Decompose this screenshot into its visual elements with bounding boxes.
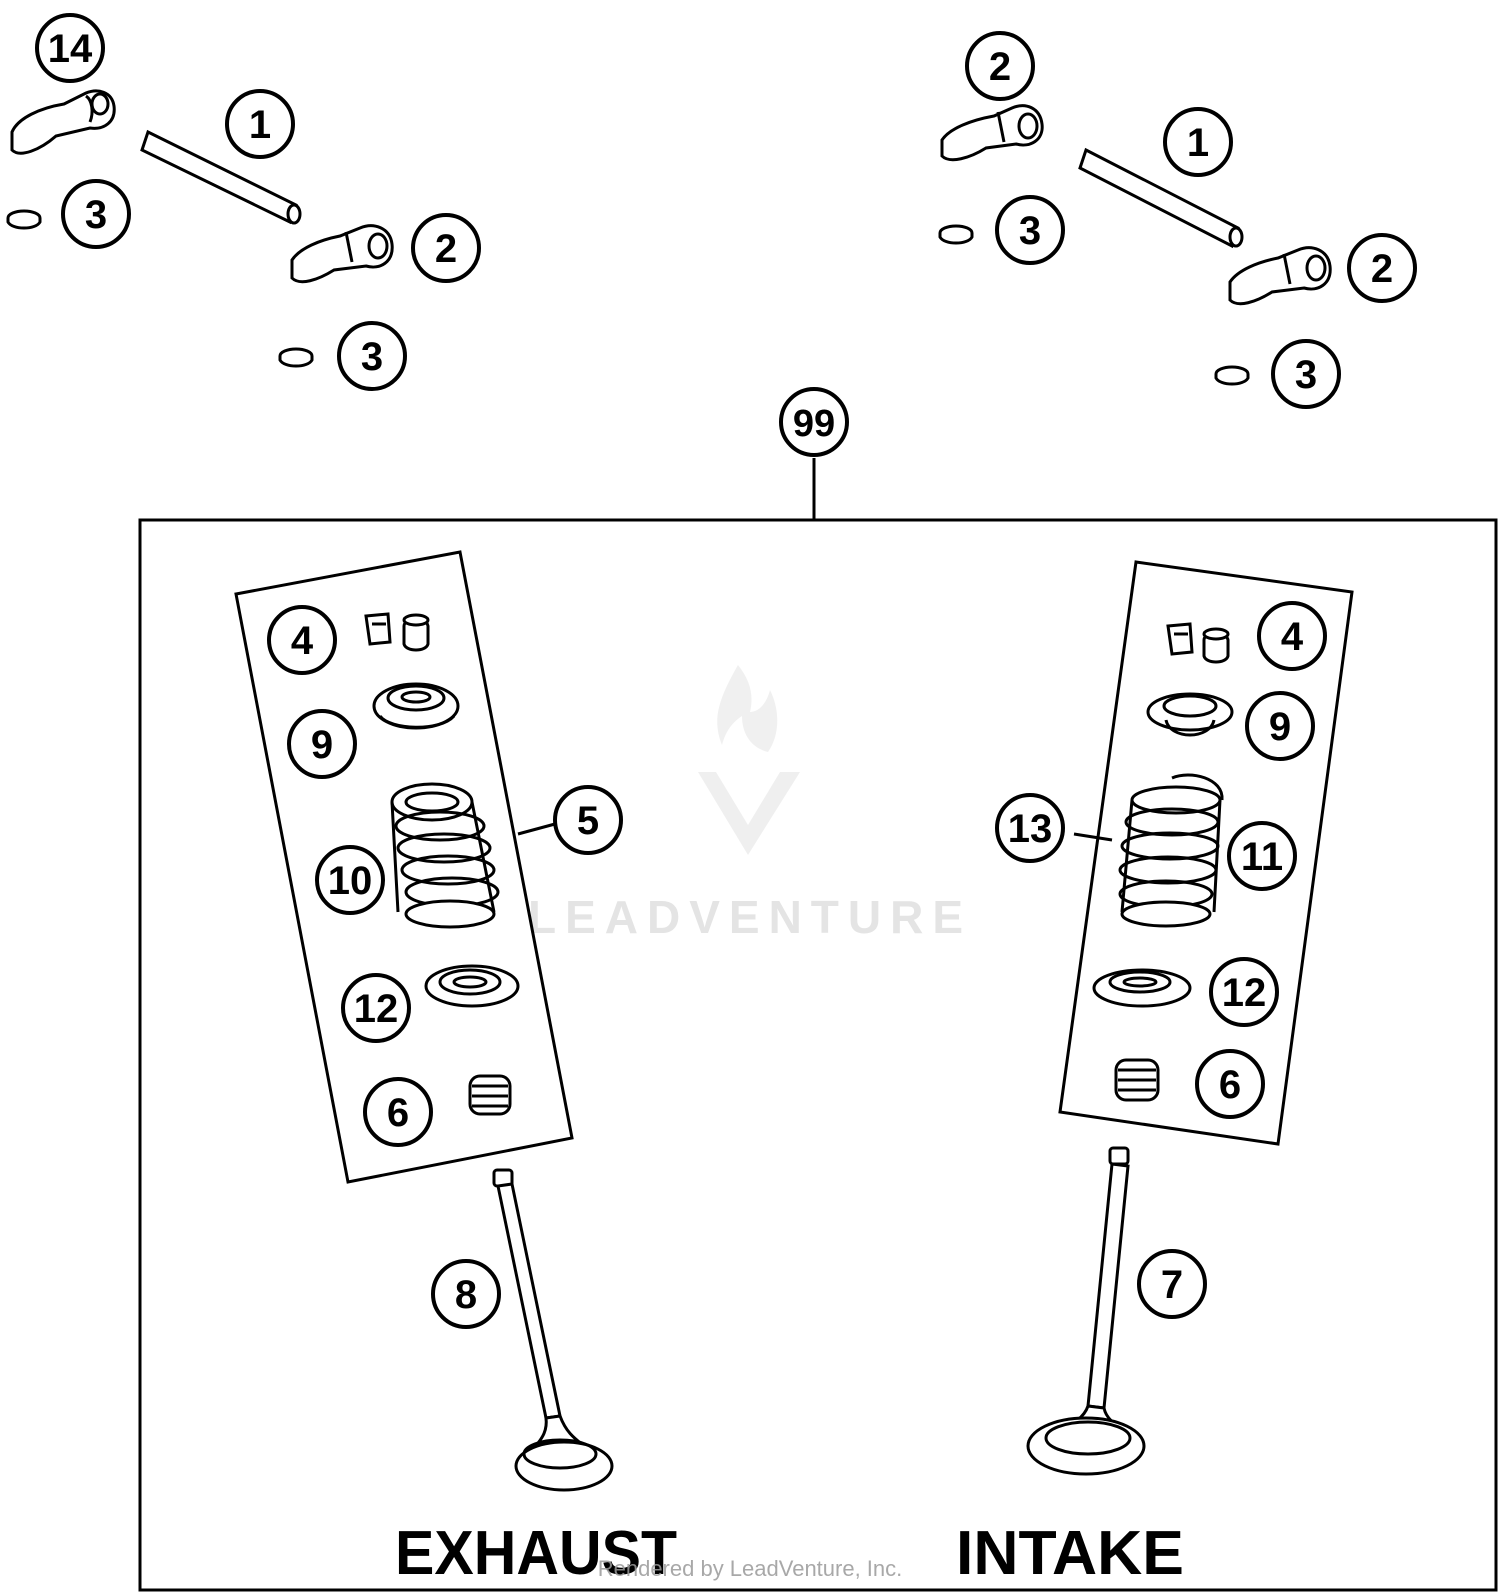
svg-text:99: 99: [793, 403, 835, 445]
svg-text:11: 11: [1241, 835, 1283, 879]
svg-text:3: 3: [85, 193, 107, 237]
kit-99-frame: [138, 518, 1498, 1592]
callout-99: 99: [779, 387, 849, 457]
spring-retainer-exhaust: [372, 682, 460, 730]
intake-label: INTAKE: [956, 1519, 1184, 1588]
svg-text:1: 1: [1187, 121, 1209, 165]
valve-stem-seal-exhaust: [468, 1074, 512, 1116]
watermark-credit: Rendered by LeadVenture, Inc.: [598, 1556, 903, 1581]
watermark-brand: LEADVENTURE: [528, 891, 972, 943]
callout-8: 8: [431, 1259, 501, 1329]
callout-3-right-top: 3: [995, 195, 1065, 265]
shim-3-right-bottom: [1214, 365, 1250, 386]
spring-retainer-intake: [1146, 692, 1234, 737]
svg-text:4: 4: [291, 619, 314, 663]
svg-text:10: 10: [328, 859, 373, 903]
svg-text:5: 5: [577, 799, 599, 843]
callout-14: 14: [35, 13, 105, 83]
svg-text:6: 6: [1219, 1063, 1241, 1107]
rocker-shaft-left: [140, 129, 302, 225]
valve-spring-intake: [1118, 773, 1224, 928]
callout-9-exhaust: 9: [287, 709, 357, 779]
callout-4-intake: 4: [1257, 601, 1327, 671]
svg-text:14: 14: [48, 27, 93, 71]
callout-3-left-bottom: 3: [337, 321, 407, 391]
svg-text:1: 1: [249, 103, 271, 147]
callout-7: 7: [1137, 1249, 1207, 1319]
leader-5: [517, 822, 556, 836]
callout-1-right: 1: [1163, 107, 1233, 177]
callout-9-intake: 9: [1245, 691, 1315, 761]
rocker-arm-2-left: [290, 224, 394, 284]
svg-text:2: 2: [989, 45, 1011, 89]
intake-valve-7: [1026, 1146, 1146, 1476]
svg-text:9: 9: [311, 723, 333, 767]
valve-cotters-exhaust: [364, 612, 430, 652]
exhaust-valve-8: [492, 1168, 614, 1492]
exhaust-label: EXHAUST: [395, 1519, 677, 1588]
exhaust-spring-kit-5-panel: [234, 550, 574, 1184]
rocker-shaft-right: [1078, 147, 1244, 249]
callout-10: 10: [315, 845, 385, 915]
svg-text:3: 3: [361, 335, 383, 379]
leadventure-logo-watermark: [698, 665, 800, 855]
svg-text:3: 3: [1295, 353, 1317, 397]
shim-3-left-top: [6, 209, 42, 230]
rocker-arm-2-right-top: [940, 104, 1044, 162]
rocker-arm-14: [10, 89, 116, 155]
callout-13: 13: [995, 793, 1065, 863]
leader-13: [1073, 832, 1113, 842]
svg-text:12: 12: [354, 987, 399, 1031]
svg-text:6: 6: [387, 1091, 409, 1135]
valve-cotters-intake: [1166, 622, 1230, 664]
valve-stem-seal-intake: [1114, 1058, 1160, 1102]
svg-text:8: 8: [455, 1273, 477, 1317]
svg-text:13: 13: [1008, 807, 1053, 851]
svg-text:3: 3: [1019, 209, 1041, 253]
spring-seat-exhaust: [424, 964, 520, 1008]
callout-1-left: 1: [225, 89, 295, 159]
rocker-arm-2-right: [1228, 246, 1332, 306]
svg-text:9: 9: [1269, 705, 1291, 749]
callout-6-exhaust: 6: [363, 1077, 433, 1147]
callout-12-intake: 12: [1209, 957, 1279, 1027]
callout-11: 11: [1227, 821, 1297, 891]
callout-3-left-top: 3: [61, 179, 131, 249]
callout-6-intake: 6: [1195, 1049, 1265, 1119]
callout-2-right-top: 2: [965, 31, 1035, 101]
callout-2-right: 2: [1347, 233, 1417, 303]
svg-text:2: 2: [435, 227, 457, 271]
callout-5: 5: [553, 785, 623, 855]
svg-text:2: 2: [1371, 247, 1393, 291]
svg-text:7: 7: [1161, 1263, 1183, 1307]
callout-12-exhaust: 12: [341, 973, 411, 1043]
spring-seat-intake: [1092, 968, 1192, 1008]
svg-text:12: 12: [1222, 971, 1267, 1015]
valve-spring-exhaust: [390, 782, 500, 929]
callout-4-exhaust: 4: [267, 605, 337, 675]
intake-spring-kit-13-panel: [1058, 560, 1354, 1146]
callout-3-right-bottom: 3: [1271, 339, 1341, 409]
svg-text:4: 4: [1281, 615, 1304, 659]
shim-3-left-bottom: [278, 347, 314, 368]
callout-2-left: 2: [411, 213, 481, 283]
shim-3-right-top: [938, 224, 974, 245]
